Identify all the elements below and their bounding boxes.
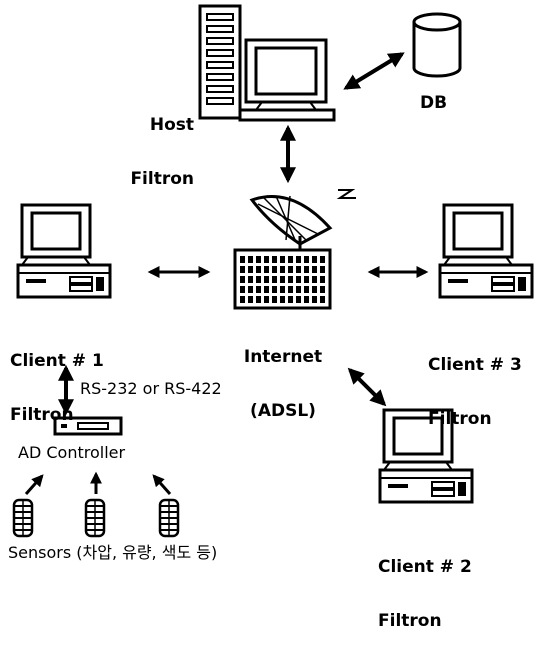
ad-controller-icon <box>53 416 123 436</box>
client3-label-line2: Filtron <box>428 409 492 429</box>
client3-label: Client # 3 Filtron <box>428 320 522 446</box>
ad-controller-label: AD Controller <box>18 443 126 462</box>
building-window <box>248 286 253 293</box>
host-label-line1: Host <box>149 115 194 135</box>
building-window <box>320 286 325 293</box>
sensor-1-icon <box>12 498 34 538</box>
building-window <box>280 266 285 273</box>
building-window <box>288 256 293 263</box>
building-window <box>256 276 261 283</box>
building-window <box>288 286 293 293</box>
building-window <box>296 296 301 303</box>
building-window <box>320 296 325 303</box>
building-window <box>312 296 317 303</box>
building-window <box>248 256 253 263</box>
building-window <box>280 296 285 303</box>
sensor-3-icon <box>158 498 180 538</box>
building-window <box>320 256 325 263</box>
building-window <box>240 296 245 303</box>
building-window <box>256 296 261 303</box>
client-1-computer-icon <box>16 203 112 299</box>
serial-link-label: RS-232 or RS-422 <box>80 379 222 398</box>
building-window <box>256 256 261 263</box>
sensor-3-arrow <box>152 474 172 495</box>
building-window <box>256 266 261 273</box>
building-window <box>296 276 301 283</box>
building-window <box>296 286 301 293</box>
internet-label-line1: Internet <box>243 347 323 367</box>
building-window <box>240 266 245 273</box>
client2-label-line2: Filtron <box>378 611 442 631</box>
client2-label-line1: Client # 2 <box>378 557 472 577</box>
building-window <box>248 276 253 283</box>
building-window <box>320 266 325 273</box>
building-window <box>288 266 293 273</box>
building-window <box>280 256 285 263</box>
sensors-label: Sensors (차압, 유량, 색도 등) <box>8 543 218 562</box>
host-monitor-icon <box>238 38 336 122</box>
building-window <box>264 266 269 273</box>
building-window <box>272 266 277 273</box>
sensor-1-arrow <box>24 474 44 495</box>
building-window <box>248 296 253 303</box>
building-window <box>304 276 309 283</box>
building-window <box>264 276 269 283</box>
building-window <box>296 256 301 263</box>
building-window <box>272 256 277 263</box>
building-window <box>304 296 309 303</box>
building-window <box>312 266 317 273</box>
building-window <box>320 276 325 283</box>
internet-label-line2: (ADSL) <box>250 401 316 421</box>
satellite-dish-icon <box>249 189 356 250</box>
building-window <box>272 276 277 283</box>
building-window <box>288 276 293 283</box>
diagram-canvas <box>12 4 534 538</box>
client1-label-line2: Filtron <box>10 405 74 425</box>
database-icon <box>412 12 462 78</box>
db-label: DB <box>420 93 448 113</box>
building-window <box>280 286 285 293</box>
building-window <box>304 256 309 263</box>
network-diagram: Host Filtron DB Internet (ADSL) Client #… <box>8 4 534 630</box>
building-window <box>280 276 285 283</box>
building-window <box>304 286 309 293</box>
client1-label-line1: Client # 1 <box>10 351 104 371</box>
host-label: Host Filtron <box>118 80 194 206</box>
building-window <box>312 286 317 293</box>
building-window <box>256 286 261 293</box>
building-window <box>240 256 245 263</box>
internet-building-icon <box>233 248 332 310</box>
client1-label: Client # 1 Filtron <box>10 316 104 442</box>
client-3-computer-icon <box>438 203 534 299</box>
building-window <box>240 286 245 293</box>
building-window <box>248 266 253 273</box>
host-label-line2: Filtron <box>130 169 194 189</box>
host-server-tower-icon <box>198 4 242 120</box>
building-window <box>264 296 269 303</box>
building-window <box>272 286 277 293</box>
internet-label: Internet (ADSL) <box>228 312 338 438</box>
building-window <box>240 276 245 283</box>
building-window <box>296 266 301 273</box>
building-window <box>288 296 293 303</box>
building-window <box>312 256 317 263</box>
building-window <box>272 296 277 303</box>
building-window <box>264 256 269 263</box>
building-window <box>304 266 309 273</box>
building-window <box>312 276 317 283</box>
host-db-link-arrow <box>343 52 405 90</box>
client3-label-line1: Client # 3 <box>428 355 522 375</box>
client2-label: Client # 2 Filtron <box>378 522 472 648</box>
building-window <box>264 286 269 293</box>
internet-client2-link-arrow <box>347 367 387 407</box>
sensor-2-icon <box>84 498 106 538</box>
